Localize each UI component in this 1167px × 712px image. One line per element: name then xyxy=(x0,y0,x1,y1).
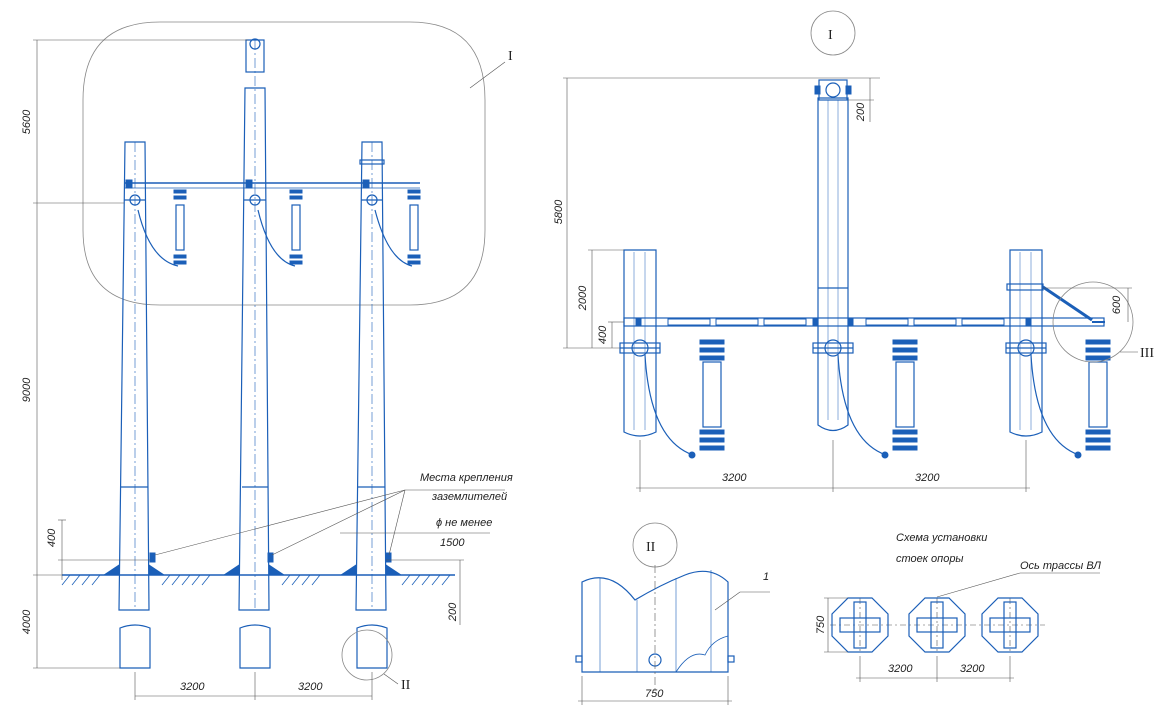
dim-3200-left-a: 3200 xyxy=(180,681,205,693)
diameter-note: ϕ не менее xyxy=(436,517,492,529)
grounding-note-line1: Места крепления xyxy=(420,472,513,484)
item-1-label: 1 xyxy=(763,571,769,583)
ground-line xyxy=(61,574,455,586)
detail-i-title: I xyxy=(828,28,833,43)
detail-i-leader xyxy=(469,61,506,89)
dim-1500: 1500 xyxy=(440,537,465,549)
dim-3200-scheme-b: 3200 xyxy=(960,663,985,675)
pole-2 xyxy=(238,87,270,611)
dim-3200-left-b: 3200 xyxy=(298,681,323,693)
installation-scheme: Схема установки стоек опоры Ось трассы В… xyxy=(815,532,1101,682)
detail-ii-label-left: II xyxy=(401,678,411,693)
detail-i-title-circle xyxy=(810,10,856,56)
detail-i-label-left: I xyxy=(508,49,513,64)
detail-ii-title: II xyxy=(646,540,656,555)
detail-i-fittings xyxy=(635,85,1111,459)
grounding-point-1 xyxy=(149,552,156,563)
dim-600: 600 xyxy=(1111,295,1123,314)
insulators-left xyxy=(102,179,421,576)
detail-i-view: I xyxy=(553,10,1154,492)
dim-5800: 5800 xyxy=(553,199,565,224)
grounding-note-line2: заземлителей xyxy=(431,491,507,503)
pole-2-base xyxy=(239,624,271,669)
detail-ii-circle xyxy=(341,629,393,681)
detail-i-outline xyxy=(82,21,486,306)
pole-3 xyxy=(355,141,387,611)
dim-400-top: 400 xyxy=(597,325,609,344)
dim-750-scheme: 750 xyxy=(815,615,827,634)
pole-2-top xyxy=(245,39,265,73)
dim-3200-top-b: 3200 xyxy=(915,472,940,484)
dim-9000: 9000 xyxy=(21,377,33,402)
pole-3-base xyxy=(356,624,388,669)
dim-2000: 2000 xyxy=(577,285,589,311)
scheme-pole-sections xyxy=(831,597,1039,653)
dim-4000: 4000 xyxy=(21,609,33,634)
detail-iii-circle xyxy=(1052,281,1134,363)
pole-1-base xyxy=(119,624,151,669)
detail-iii-label: III xyxy=(1140,346,1154,361)
dim-200-top: 200 xyxy=(855,102,867,122)
detail-ii-leader xyxy=(383,673,399,685)
dim-750-detail: 750 xyxy=(645,688,664,700)
detail-i-poles xyxy=(619,79,1108,456)
dim-400: 400 xyxy=(46,528,58,547)
left-elevation-view: I xyxy=(21,21,513,700)
grounding-point-3 xyxy=(385,552,392,563)
left-dimension-lines xyxy=(33,39,505,700)
grounding-point-2 xyxy=(267,552,274,563)
route-axis-label: Ось трассы ВЛ xyxy=(1020,560,1101,572)
scheme-title-line1: Схема установки xyxy=(896,532,987,544)
dim-5600: 5600 xyxy=(21,109,33,134)
dim-3200-scheme-a: 3200 xyxy=(888,663,913,675)
detail-ii-pole-section xyxy=(581,570,729,673)
scheme-title-line2: стоек опоры xyxy=(896,553,964,565)
detail-ii-view: II 1 750 xyxy=(575,522,770,705)
dim-200: 200 xyxy=(447,602,459,622)
dim-3200-top-a: 3200 xyxy=(722,472,747,484)
pole-1 xyxy=(118,141,150,611)
poles-left xyxy=(118,38,420,669)
detail-i-dimension-lines xyxy=(563,77,1132,492)
